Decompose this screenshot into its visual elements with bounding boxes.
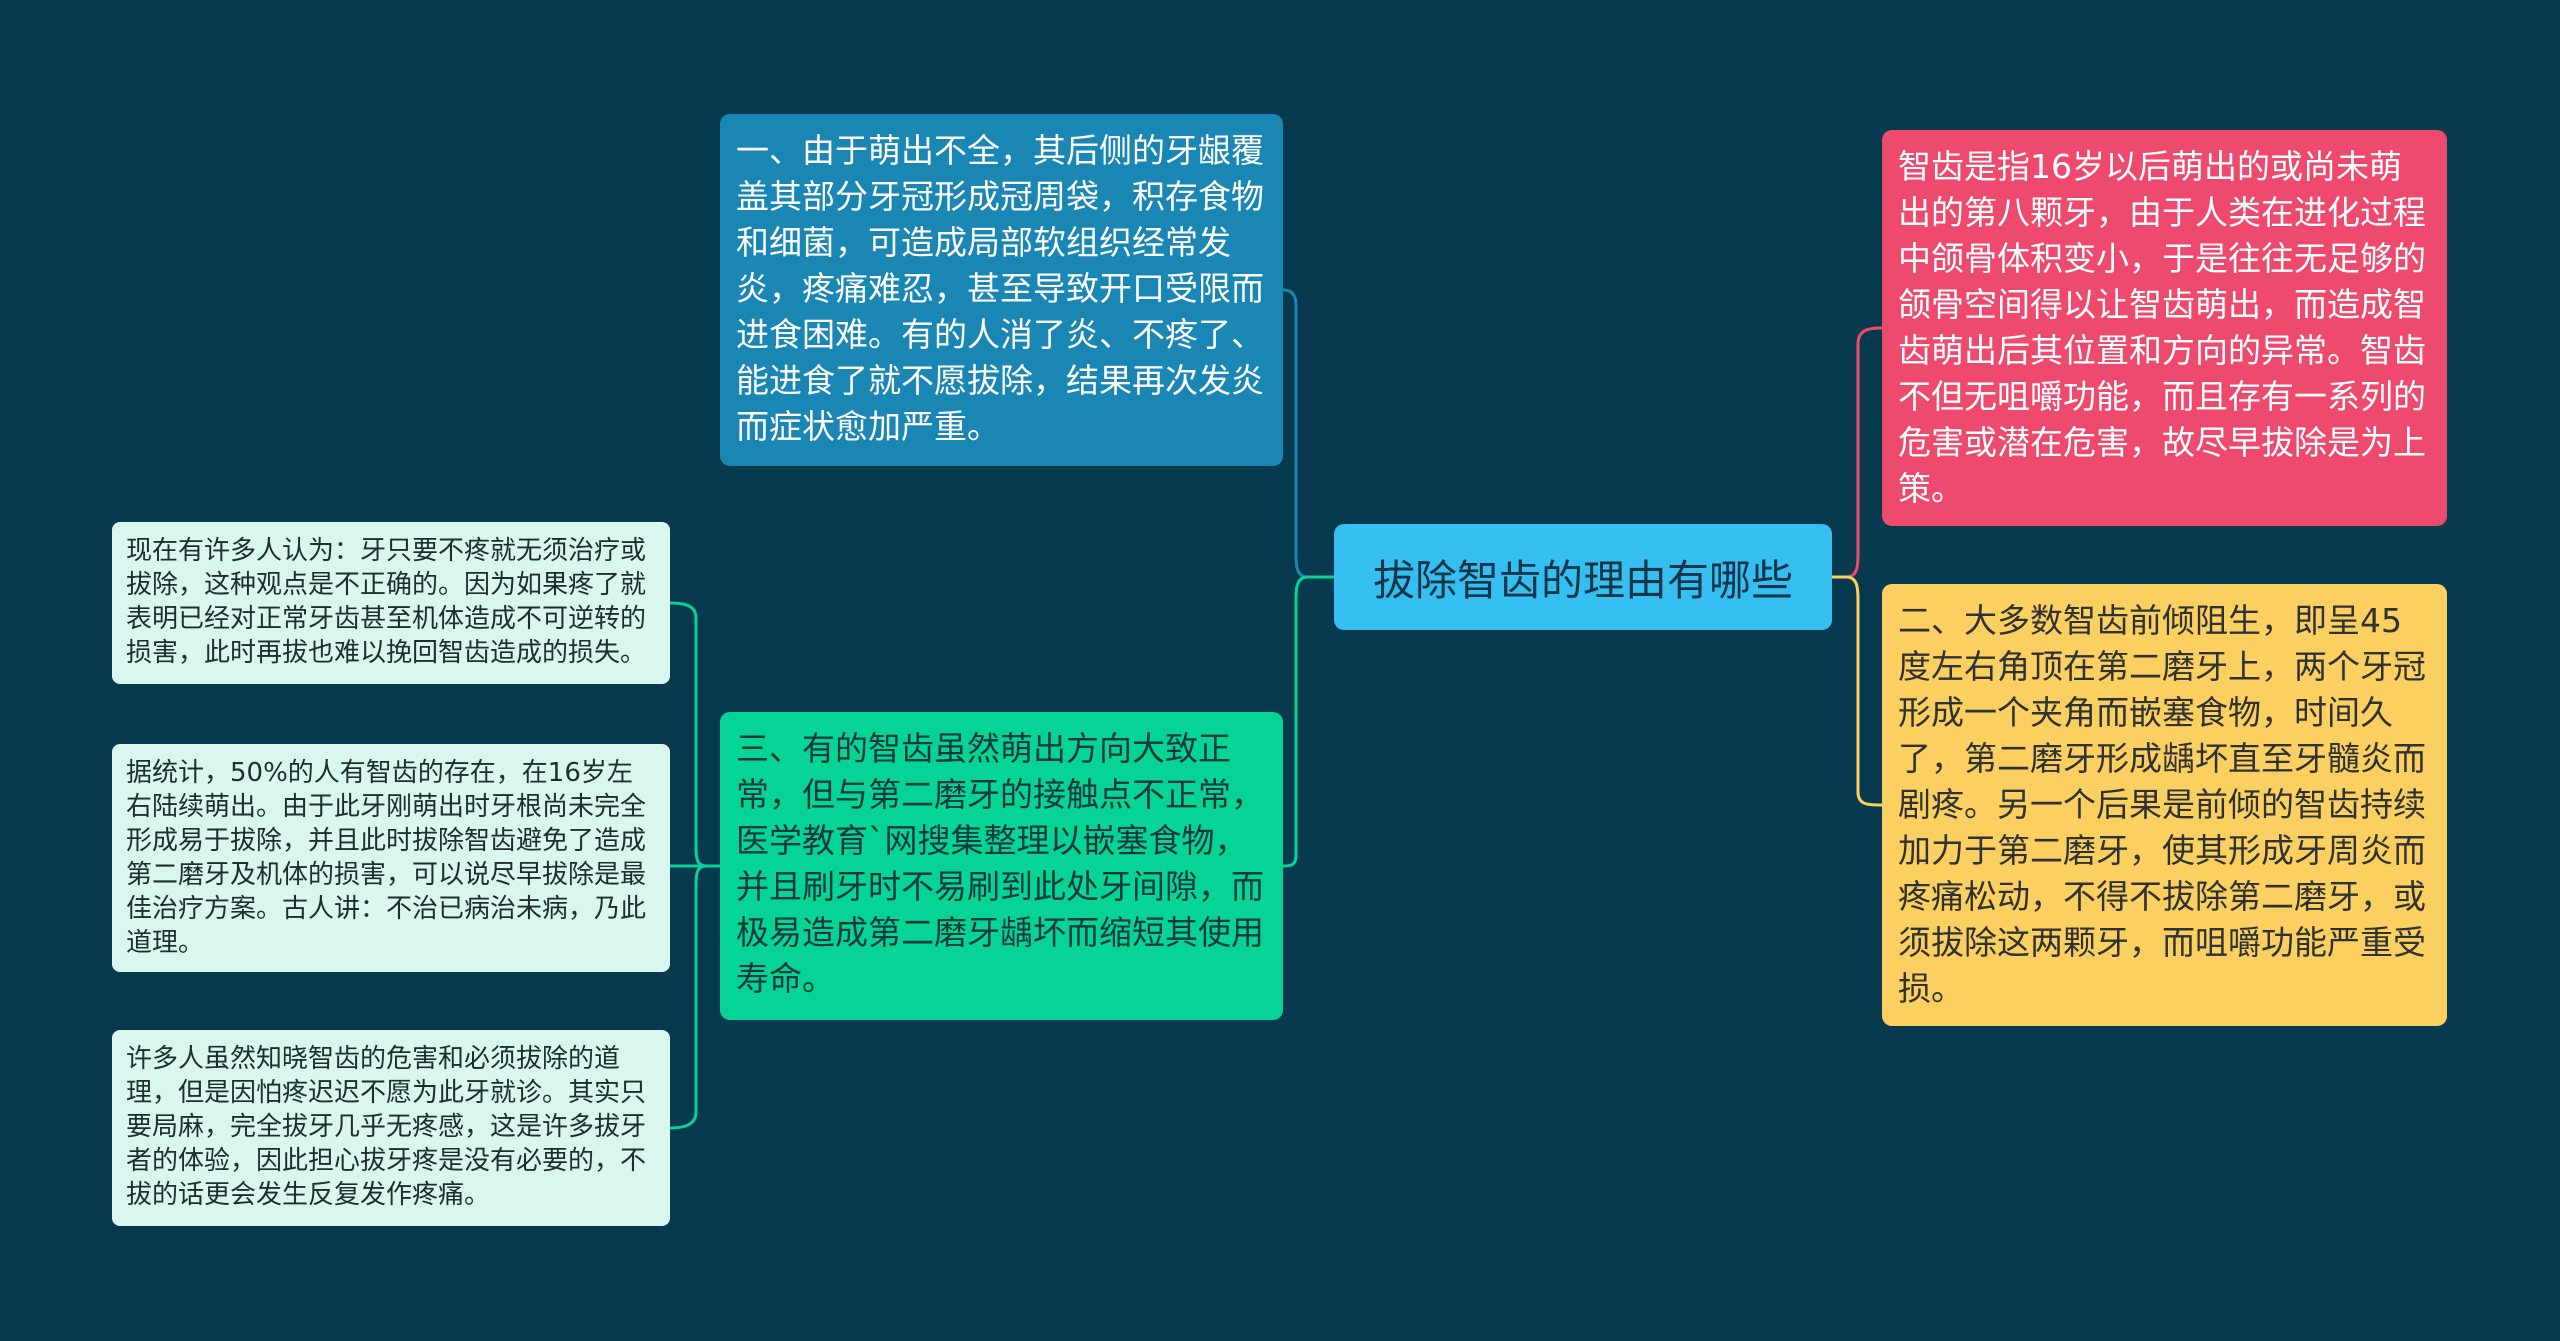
branch-node-1-text: 一、由于萌出不全，其后侧的牙龈覆盖其部分牙冠形成冠周袋，积存食物和细菌，可造成局… (736, 131, 1264, 446)
leaf-node-1-text: 现在有许多人认为：牙只要不疼就无须治疗或拔除，这种观点是不正确的。因为如果疼了就… (126, 536, 647, 668)
central-topic-label: 拔除智齿的理由有哪些 (1372, 555, 1793, 605)
right-node-2[interactable]: 二、大多数智齿前倾阻生，即呈45度左右角顶在第二磨牙上，两个牙冠形成一个夹角而嵌… (1882, 584, 2447, 1026)
right-node-definition-text: 智齿是指16岁以后萌出的或尚未萌出的第八颗牙，由于人类在进化过程中颌骨体积变小，… (1898, 147, 2426, 508)
connector-center-to-right-1 (1832, 326, 1883, 579)
right-node-2-text: 二、大多数智齿前倾阻生，即呈45度左右角顶在第二磨牙上，两个牙冠形成一个夹角而嵌… (1898, 601, 2426, 1008)
connector-center-to-right-2 (1832, 575, 1883, 807)
leaf-node-1[interactable]: 现在有许多人认为：牙只要不疼就无须治疗或拔除，这种观点是不正确的。因为如果疼了就… (112, 522, 670, 684)
connector-center-to-branch-3 (1282, 575, 1334, 868)
leaf-node-2-text: 据统计，50%的人有智齿的存在，在16岁左右陆续萌出。由于此牙刚萌出时牙根尚未完… (126, 758, 647, 958)
branch-node-1[interactable]: 一、由于萌出不全，其后侧的牙龈覆盖其部分牙冠形成冠周袋，积存食物和细菌，可造成局… (720, 114, 1283, 466)
branch-node-3-text: 三、有的智齿虽然萌出方向大致正常，但与第二磨牙的接触点不正常，医学教育`网搜集整… (736, 729, 1264, 998)
connector-branch-3-to-leaf-1 (669, 601, 720, 868)
connector-center-to-branch-1 (1282, 288, 1334, 579)
branch-node-3[interactable]: 三、有的智齿虽然萌出方向大致正常，但与第二磨牙的接触点不正常，医学教育`网搜集整… (720, 712, 1283, 1020)
central-topic[interactable]: 拔除智齿的理由有哪些 (1334, 524, 1832, 630)
right-node-definition[interactable]: 智齿是指16岁以后萌出的或尚未萌出的第八颗牙，由于人类在进化过程中颌骨体积变小，… (1882, 130, 2447, 526)
connector-branch-3-to-leaf-3 (669, 864, 720, 1130)
leaf-node-3-text: 许多人虽然知晓智齿的危害和必须拔除的道理，但是因怕疼迟迟不愿为此牙就诊。其实只要… (126, 1044, 647, 1210)
leaf-node-3[interactable]: 许多人虽然知晓智齿的危害和必须拔除的道理，但是因怕疼迟迟不愿为此牙就诊。其实只要… (112, 1030, 670, 1226)
leaf-node-2[interactable]: 据统计，50%的人有智齿的存在，在16岁左右陆续萌出。由于此牙刚萌出时牙根尚未完… (112, 744, 670, 972)
